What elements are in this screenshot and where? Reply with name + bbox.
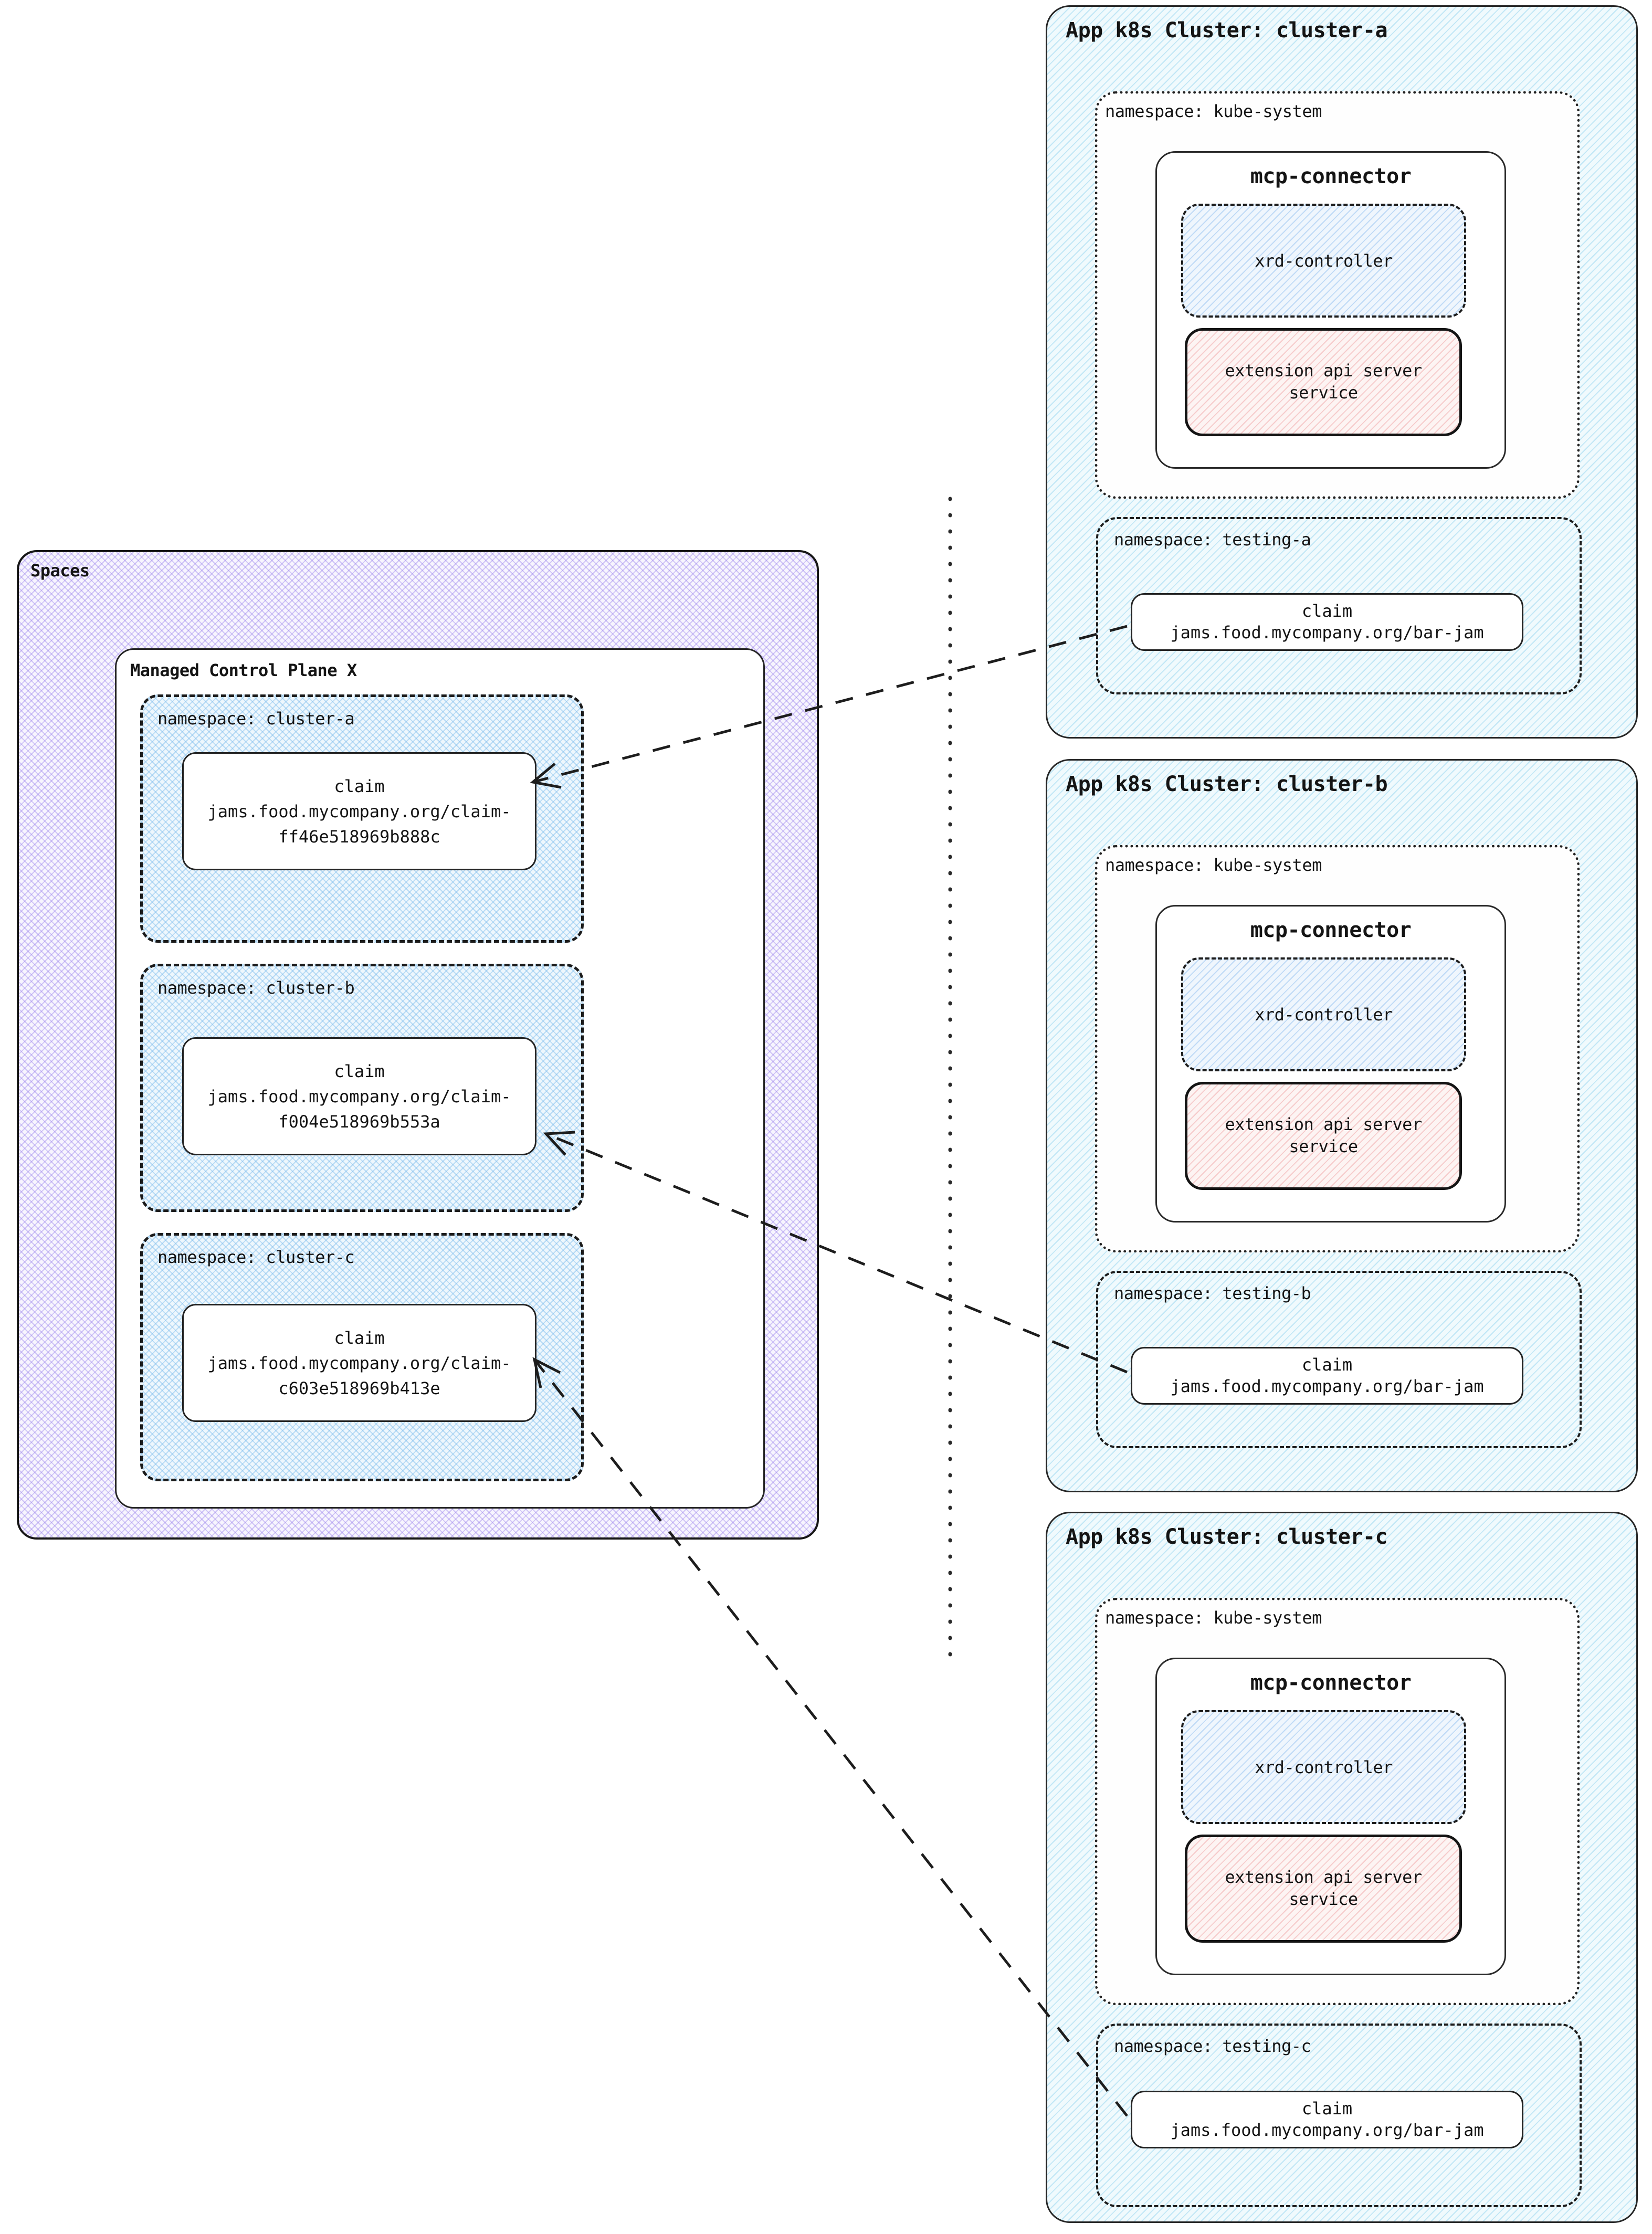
cluster-b-kube-system-box: namespace: kube-system mcp-connector xrd… bbox=[1095, 845, 1580, 1252]
cluster-b-kube-system-label: namespace: kube-system bbox=[1105, 855, 1322, 875]
claim-name-line2: ff46e518969b888c bbox=[278, 826, 440, 847]
claim-box-cluster-a: claim jams.food.mycompany.org/claim- ff4… bbox=[182, 752, 536, 870]
cluster-c-mcp-connector-label: mcp-connector bbox=[1250, 1671, 1412, 1695]
cluster-c-testing-box: namespace: testing-c claim jams.food.myc… bbox=[1096, 2024, 1582, 2207]
cluster-a-title: App k8s Cluster: cluster-a bbox=[1066, 18, 1388, 43]
claim-title: claim bbox=[1301, 2099, 1353, 2119]
extension-api-line2: service bbox=[1289, 1136, 1358, 1156]
cluster-c-title: App k8s Cluster: cluster-c bbox=[1066, 1525, 1388, 1549]
cluster-a-mcp-connector-box: mcp-connector xrd-controller extension a… bbox=[1155, 151, 1506, 469]
cluster-b-mcp-connector-label: mcp-connector bbox=[1250, 918, 1412, 942]
cluster-c-testing-label: namespace: testing-c bbox=[1114, 2036, 1311, 2056]
cluster-a-kube-system-box: namespace: kube-system mcp-connector xrd… bbox=[1095, 91, 1580, 499]
cluster-c-xrd-controller-box: xrd-controller bbox=[1181, 1710, 1466, 1824]
claim-name-line2: f004e518969b553a bbox=[278, 1111, 440, 1132]
namespace-cluster-a-box: namespace: cluster-a claim jams.food.myc… bbox=[140, 694, 584, 943]
cluster-a-testing-label: namespace: testing-a bbox=[1114, 530, 1311, 550]
namespace-cluster-c-box: namespace: cluster-c claim jams.food.myc… bbox=[140, 1233, 584, 1481]
cluster-a-testing-box: namespace: testing-a claim jams.food.myc… bbox=[1096, 517, 1582, 694]
cluster-c-extension-api-box: extension api server service bbox=[1185, 1835, 1462, 1943]
namespace-cluster-b-label: namespace: cluster-b bbox=[157, 978, 355, 998]
claim-name-line1: jams.food.mycompany.org/claim- bbox=[207, 801, 511, 821]
cluster-b-mcp-connector-box: mcp-connector xrd-controller extension a… bbox=[1155, 905, 1506, 1223]
cluster-a-xrd-controller-box: xrd-controller bbox=[1181, 204, 1466, 318]
claim-title: claim bbox=[1301, 601, 1353, 621]
cluster-c-barjam-claim-box: claim jams.food.mycompany.org/bar-jam bbox=[1131, 2091, 1523, 2148]
cluster-b-box: App k8s Cluster: cluster-b namespace: ku… bbox=[1046, 759, 1638, 1492]
claim-box-cluster-c: claim jams.food.mycompany.org/claim- c60… bbox=[182, 1304, 536, 1422]
xrd-controller-label: xrd-controller bbox=[1255, 1757, 1393, 1777]
extension-api-line2: service bbox=[1289, 1889, 1358, 1909]
xrd-controller-label: xrd-controller bbox=[1255, 250, 1393, 271]
cluster-b-testing-box: namespace: testing-b claim jams.food.myc… bbox=[1096, 1271, 1582, 1448]
claim-box-cluster-b: claim jams.food.mycompany.org/claim- f00… bbox=[182, 1037, 536, 1155]
managed-control-plane-label: Managed Control Plane X bbox=[130, 660, 357, 680]
cluster-b-barjam-claim-box: claim jams.food.mycompany.org/bar-jam bbox=[1131, 1347, 1523, 1405]
claim-title: claim bbox=[334, 776, 385, 796]
cluster-b-extension-api-box: extension api server service bbox=[1185, 1082, 1462, 1190]
cluster-a-extension-api-box: extension api server service bbox=[1185, 328, 1462, 436]
namespace-cluster-b-box: namespace: cluster-b claim jams.food.myc… bbox=[140, 964, 584, 1212]
cluster-b-xrd-controller-box: xrd-controller bbox=[1181, 957, 1466, 1071]
claim-name-line2: c603e518969b413e bbox=[278, 1378, 440, 1398]
cluster-c-box: App k8s Cluster: cluster-c namespace: ku… bbox=[1046, 1512, 1638, 2223]
extension-api-line1: extension api server bbox=[1225, 1114, 1422, 1135]
claim-name: jams.food.mycompany.org/bar-jam bbox=[1170, 623, 1484, 642]
claim-name: jams.food.mycompany.org/bar-jam bbox=[1170, 2120, 1484, 2140]
claim-title: claim bbox=[1301, 1355, 1353, 1375]
cluster-a-barjam-claim-box: claim jams.food.mycompany.org/bar-jam bbox=[1131, 593, 1523, 651]
cluster-a-kube-system-label: namespace: kube-system bbox=[1105, 101, 1322, 121]
xrd-controller-label: xrd-controller bbox=[1255, 1004, 1393, 1025]
cluster-a-box: App k8s Cluster: cluster-a namespace: ku… bbox=[1046, 5, 1638, 739]
claim-name: jams.food.mycompany.org/bar-jam bbox=[1170, 1376, 1484, 1396]
spaces-label: Spaces bbox=[30, 561, 90, 581]
namespace-cluster-c-label: namespace: cluster-c bbox=[157, 1247, 355, 1267]
extension-api-line1: extension api server bbox=[1225, 1867, 1422, 1888]
managed-control-plane-box: Managed Control Plane X namespace: clust… bbox=[115, 648, 765, 1509]
extension-api-line1: extension api server bbox=[1225, 361, 1422, 381]
extension-api-line2: service bbox=[1289, 383, 1358, 403]
cluster-c-mcp-connector-box: mcp-connector xrd-controller extension a… bbox=[1155, 1658, 1506, 1975]
spaces-box: Spaces Managed Control Plane X namespace… bbox=[17, 550, 819, 1540]
claim-title: claim bbox=[334, 1061, 385, 1081]
claim-title: claim bbox=[334, 1327, 385, 1348]
cluster-c-kube-system-label: namespace: kube-system bbox=[1105, 1608, 1322, 1628]
cluster-b-title: App k8s Cluster: cluster-b bbox=[1066, 772, 1388, 796]
cluster-b-testing-label: namespace: testing-b bbox=[1114, 1283, 1311, 1303]
claim-name-line1: jams.food.mycompany.org/claim- bbox=[207, 1353, 511, 1373]
namespace-cluster-a-label: namespace: cluster-a bbox=[157, 709, 355, 729]
claim-name-line1: jams.food.mycompany.org/claim- bbox=[207, 1086, 511, 1107]
cluster-a-mcp-connector-label: mcp-connector bbox=[1250, 164, 1412, 188]
cluster-c-kube-system-box: namespace: kube-system mcp-connector xrd… bbox=[1095, 1598, 1580, 2005]
